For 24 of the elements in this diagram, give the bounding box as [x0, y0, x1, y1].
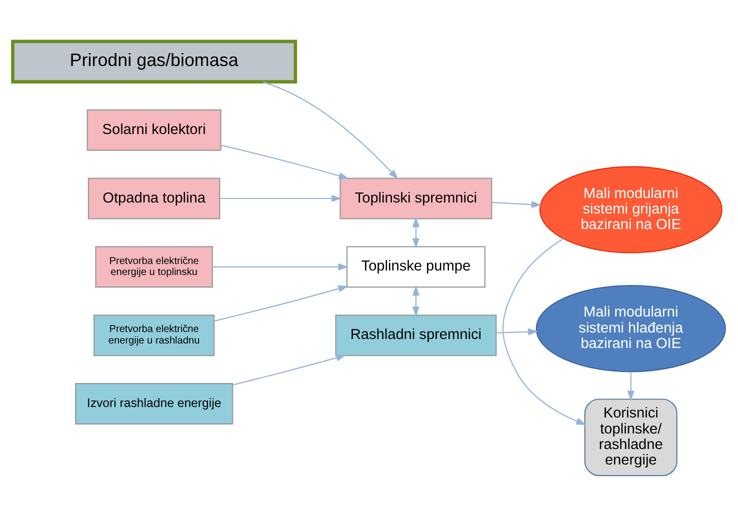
node-box: Otpadna toplina [88, 177, 220, 219]
arrow [214, 284, 348, 322]
arrow [412, 285, 420, 316]
arrow [232, 354, 346, 385]
node-box: Izvori rashladne energije [75, 382, 234, 424]
arrow [492, 200, 542, 208]
node-box: Solarni kolektori [86, 108, 222, 150]
node-box: Prirodni gas/biomasa [11, 39, 298, 84]
arrow [220, 194, 342, 202]
arrow [220, 144, 350, 179]
node-box: Toplinske pumpe [346, 246, 486, 288]
node-box: Korisnici toplinske/ rashladne energije [584, 398, 678, 476]
node-ellipse: Mali modularni sistemi hlađenja bazirani na OIE [536, 284, 726, 372]
arrow [212, 262, 348, 270]
arrow [412, 216, 420, 248]
node-box: Rashladni spremnici [335, 314, 497, 356]
arrow [496, 328, 538, 335]
arrow [502, 238, 586, 425]
node-box: Pretvorba električne energije u rashladnu [94, 314, 215, 356]
node-box: Toplinski spremnici [340, 177, 492, 219]
node-box: Pretvorba električne energije u toplinsku [95, 246, 213, 288]
arrow [262, 80, 398, 179]
arrow [627, 371, 634, 400]
node-ellipse: Mali modularni sistemi grijanja bazirani na OIE [539, 166, 722, 253]
